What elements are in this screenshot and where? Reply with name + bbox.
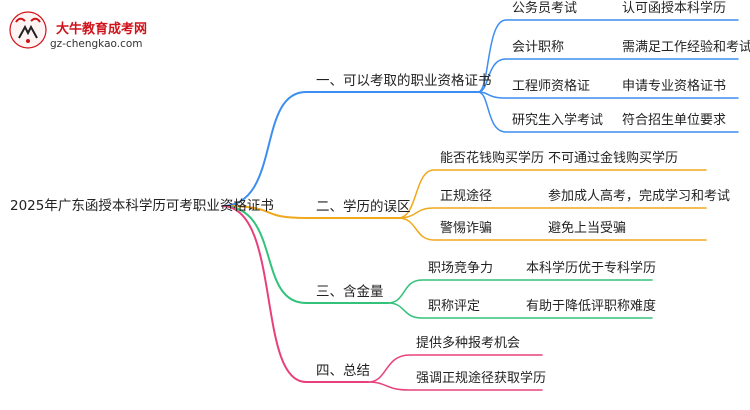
connector-line xyxy=(387,279,653,304)
logo-title: 大牛教育成考网 xyxy=(56,22,148,37)
branch-label-3: 三、含金量 xyxy=(316,284,384,300)
connector-line xyxy=(397,207,707,219)
detail-2-2: 参加成人高考，完成学习和考试 xyxy=(548,189,731,204)
detail-3-2: 有助于降低评职称难度 xyxy=(526,299,657,314)
site-logo[interactable]: 大牛教育成考网 gz-chengkao.com xyxy=(6,8,156,52)
topic-1-1: 公务员考试 xyxy=(512,1,578,16)
topic-1-3: 工程师资格证 xyxy=(512,79,591,94)
detail-2-3: 避免上当受骗 xyxy=(548,221,627,236)
connector-line xyxy=(221,205,369,383)
root-topic: 2025年广东函授本科学历可考职业资格证书 xyxy=(10,198,274,214)
connector-line xyxy=(477,58,739,93)
connector-line xyxy=(221,205,399,219)
bull-logo-icon xyxy=(9,11,47,49)
connector-line xyxy=(477,91,739,133)
detail-1-3: 申请专业资格证书 xyxy=(622,79,727,94)
topic-4-1: 提供多种报考机会 xyxy=(416,336,521,351)
topic-1-2: 会计职称 xyxy=(512,40,565,55)
connector-line xyxy=(221,91,479,207)
connector-line xyxy=(397,217,707,241)
connector-line xyxy=(221,205,389,304)
branch-label-2: 二、学历的误区 xyxy=(316,199,411,215)
branch-label-4: 四、总结 xyxy=(316,363,370,379)
detail-1-4: 符合招生单位要求 xyxy=(622,113,727,128)
connector-line xyxy=(367,381,543,391)
detail-1-2: 需满足工作经验和考试要求 xyxy=(622,40,750,55)
connector-line xyxy=(367,354,543,383)
topic-1-4: 研究生入学考试 xyxy=(512,113,604,128)
connector-line xyxy=(387,302,653,319)
detail-1-1: 认可函授本科学历 xyxy=(622,1,727,16)
logo-url: gz-chengkao.com xyxy=(50,38,143,50)
branch-label-1: 一、可以考取的职业资格证书 xyxy=(316,73,492,89)
topic-2-2: 正规途径 xyxy=(440,189,493,204)
topic-3-2: 职称评定 xyxy=(428,299,481,314)
topic-2-1: 能否花钱购买学历 xyxy=(440,151,545,166)
topic-3-1: 职场竞争力 xyxy=(428,261,494,276)
connector-line xyxy=(397,169,707,219)
topic-2-3: 警惕诈骗 xyxy=(440,221,493,236)
detail-3-1: 本科学历优于专科学历 xyxy=(526,261,657,276)
connector-line xyxy=(477,91,739,99)
connector-line xyxy=(477,19,739,93)
detail-2-1: 不可通过金钱购买学历 xyxy=(548,151,679,166)
topic-4-2: 强调正规途径获取学历 xyxy=(416,371,547,386)
